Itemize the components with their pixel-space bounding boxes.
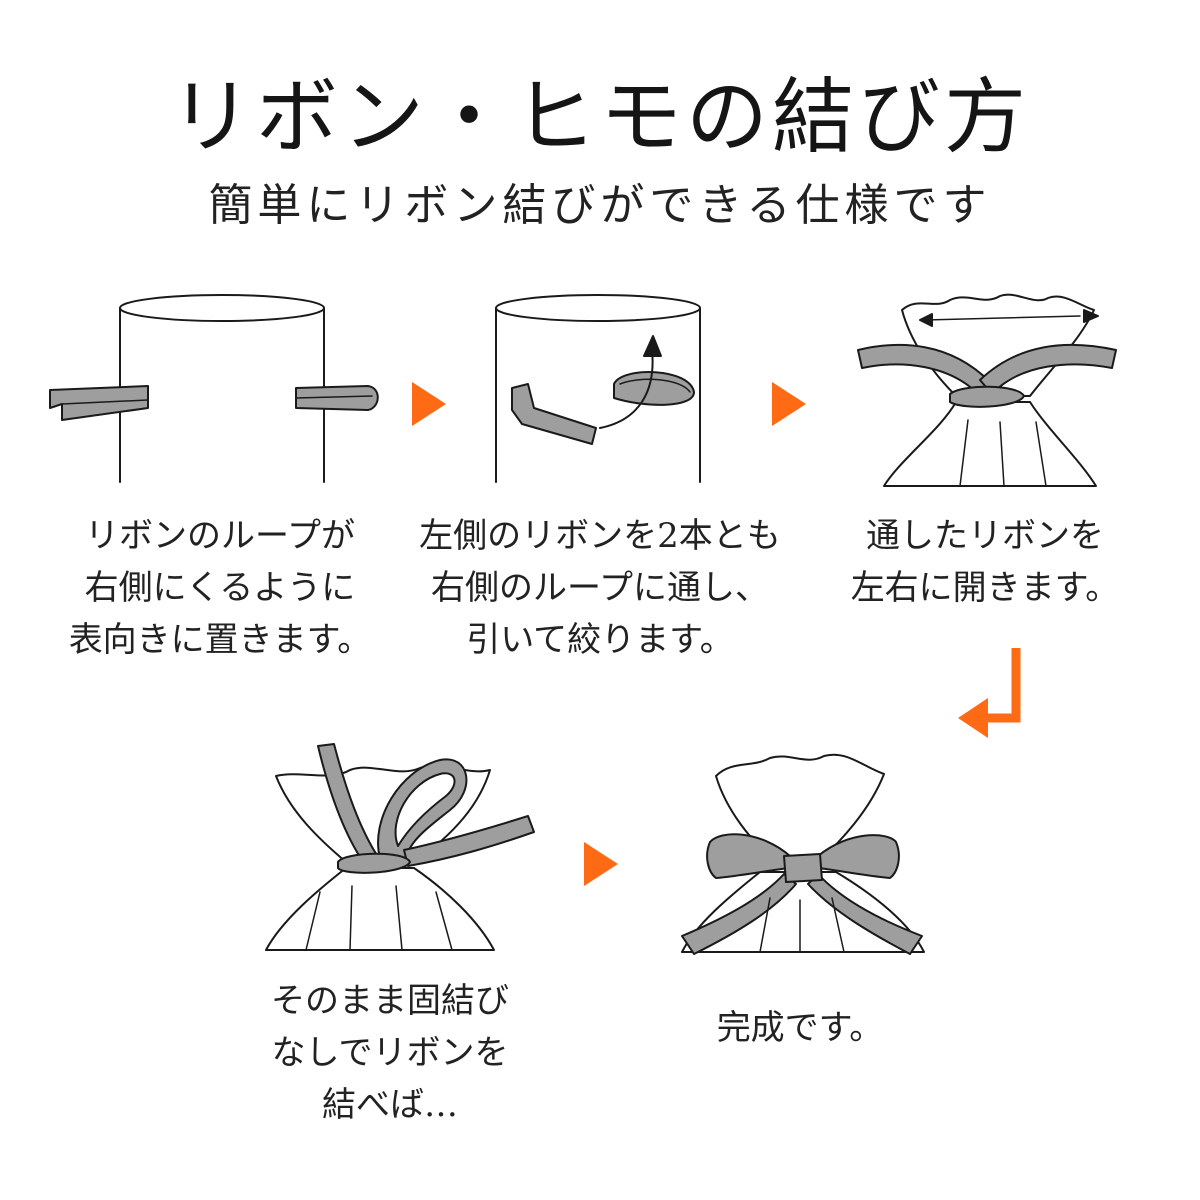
step3-illustration	[857, 293, 1117, 487]
step2-illustration	[495, 294, 701, 483]
step3-caption: 通したリボンを 左右に開きます。	[850, 516, 1120, 608]
step5-illustration	[681, 753, 925, 955]
bow-left-loop	[706, 833, 791, 879]
arrow-up-icon	[643, 335, 662, 357]
bow-left-tail	[681, 873, 797, 955]
step1-caption: リボンのループが 右側にくるように 表向きに置きます。	[68, 516, 372, 660]
arrow-right-icon	[1083, 309, 1099, 323]
page-subtitle: 簡単にリボン結びができる仕様です	[208, 180, 992, 231]
arrow-right-icon-3	[584, 842, 618, 886]
step4-illustration	[265, 743, 535, 951]
bow-right-tail	[807, 873, 923, 955]
knot	[337, 852, 411, 874]
bow-knot	[783, 853, 823, 883]
raised-loop	[377, 758, 468, 859]
right-ribbon-loop	[295, 385, 379, 411]
side-ribbon	[403, 815, 535, 867]
threaded-ribbon	[511, 383, 597, 445]
step5-caption: 完成です。	[716, 1008, 884, 1048]
gathered-knot	[949, 385, 1025, 408]
page-title: リボン・ヒモの結び方	[169, 70, 1030, 165]
step1-illustration	[49, 294, 379, 483]
ribbon-loop	[613, 371, 695, 406]
arrow-right-icon-1	[412, 382, 446, 426]
arrow-right-icon-2	[772, 382, 806, 426]
step4-caption: そのまま固結び なしでリボンを 結べば…	[271, 981, 509, 1125]
step2-caption: 左側のリボンを2本とも 右側のループに通し、 引いて絞ります。	[419, 516, 781, 660]
bow-right-loop	[817, 834, 900, 879]
arrow-left-icon	[919, 313, 933, 327]
return-arrow-icon	[958, 648, 1021, 738]
